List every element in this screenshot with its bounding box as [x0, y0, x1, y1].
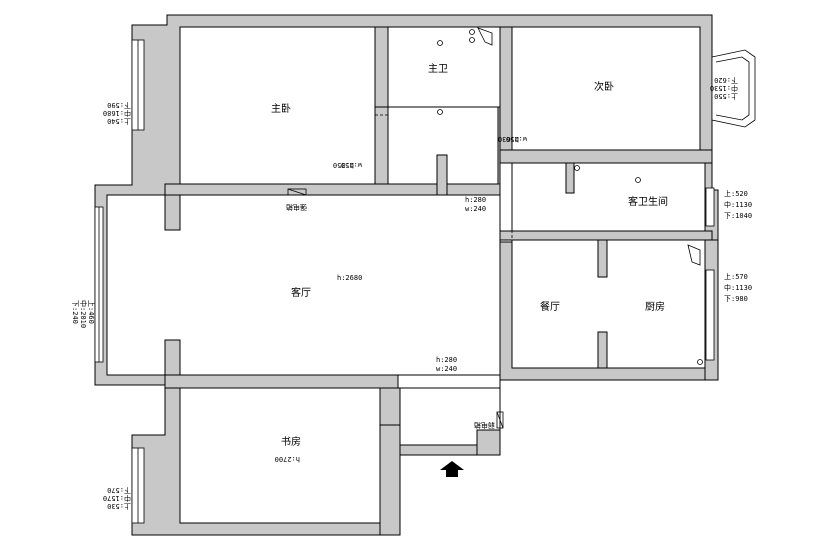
svg-text:中:1130: 中:1130: [724, 200, 752, 209]
svg-text:下:590: 下:590: [107, 101, 131, 109]
wall-stub-master: [374, 26, 389, 108]
door-corridor-upper-h: h:280: [465, 196, 486, 204]
fixture-bath-drain: [437, 40, 443, 46]
svg-text:上:550: 上:550: [714, 92, 738, 101]
svg-text:下:1040: 下:1040: [724, 212, 752, 220]
door-corridor-lower-h: h:280: [436, 356, 457, 364]
fixture-kitchen-drain: [697, 359, 703, 365]
electric-box-top-icon: [287, 188, 307, 196]
svg-text:中:1680: 中:1680: [103, 109, 131, 118]
svg-text:上:540: 上:540: [107, 117, 131, 126]
label-master-bedroom: 主卧: [271, 102, 291, 115]
electric-box-bottom-icon: [496, 411, 504, 429]
label-living-room: 客厅: [291, 286, 311, 299]
second-bedroom-floor: [511, 26, 701, 151]
wall-stub-guest-pillar: [565, 162, 575, 194]
window-dims-master: 上:540 中:1680 下:590: [103, 101, 131, 126]
window-guest-bath: [705, 187, 715, 227]
label-kitchen: 厨房: [645, 300, 665, 313]
wall-stub-entry: [476, 429, 501, 456]
window-dims-kitchen: 上:570 中:1130 下:980: [724, 272, 752, 303]
label-master-bath: 主卫: [428, 63, 448, 75]
dining-kitchen-floor: [511, 239, 706, 369]
fixture-sink-2: [469, 37, 475, 43]
fixture-guest-drain: [574, 165, 580, 171]
window-dims-living: 上:460 中:2010 下:240: [71, 300, 96, 328]
fixture-sink-1: [469, 29, 475, 35]
svg-text:上:530: 上:530: [107, 502, 131, 511]
wall-stub-guest-top: [499, 149, 713, 164]
door-master-h: h:350: [333, 161, 354, 169]
wall-stub-dining-upper: [597, 239, 608, 278]
svg-text:下:570: 下:570: [107, 486, 131, 494]
door-second-h: h:630: [498, 135, 519, 143]
wall-stub-study-right: [379, 424, 401, 536]
svg-text:下:240: 下:240: [71, 300, 79, 324]
fixture-guest-drain-2: [635, 177, 641, 183]
wall-stub-living-bottom: [164, 374, 399, 389]
label-electric-box-top: 强电箱: [286, 203, 307, 212]
label-dining-room: 餐厅: [540, 300, 560, 313]
corridor-floor: [397, 374, 501, 389]
label-guest-bath: 客卫生间: [628, 195, 668, 208]
window-kitchen: [705, 269, 715, 361]
label-second-bedroom: 次卧: [594, 80, 614, 93]
label-study: 书房: [281, 435, 301, 448]
fixture-water-heater: [477, 27, 493, 46]
master-bedroom-floor: [179, 26, 376, 185]
window-second-bay: [711, 49, 756, 128]
svg-text:上:570: 上:570: [724, 272, 748, 281]
height-study: h:2700: [275, 455, 300, 463]
svg-text:上:520: 上:520: [724, 189, 748, 198]
window-dims-study: 上:530 中:1570 下:570: [103, 486, 131, 511]
height-living: h:2680: [337, 274, 362, 282]
svg-text:中:2010: 中:2010: [79, 300, 88, 328]
wall-stub-living-top-right: [436, 154, 448, 196]
svg-text:中:1130: 中:1130: [724, 283, 752, 292]
svg-text:下:620: 下:620: [714, 76, 738, 84]
door-second-w: w:250: [506, 135, 527, 143]
door-corridor-upper-w: w:240: [465, 205, 486, 213]
wall-stub-bath-divider: [499, 26, 513, 153]
label-electric-box-bottom: 弱电箱: [474, 421, 495, 430]
study-floor: [179, 387, 381, 524]
hallway-floor: [499, 151, 513, 243]
wall-stub-living-left: [164, 194, 181, 231]
wall-stub-guest-bottom: [499, 230, 713, 241]
svg-text:中:1570: 中:1570: [103, 494, 131, 503]
guest-bath-floor: [511, 162, 706, 232]
door-corridor-lower-w: w:240: [436, 365, 457, 373]
window-dims-guest-bath: 上:520 中:1130 下:1040: [724, 189, 752, 220]
door-master-w: w:250: [341, 161, 362, 169]
svg-text:中:1530: 中:1530: [710, 84, 738, 93]
entrance-arrow-icon: [440, 461, 464, 477]
svg-text:上:460: 上:460: [87, 300, 96, 324]
fixture-bath-drain-2: [437, 109, 443, 115]
svg-text:下:980: 下:980: [724, 295, 748, 303]
window-dims-second: 上:550 中:1530 下:620: [710, 76, 738, 101]
wall-stub-dining-lower: [597, 331, 608, 369]
fixture-kitchen-heater: [687, 244, 701, 266]
wall-stub-living-left-lower: [164, 339, 181, 376]
